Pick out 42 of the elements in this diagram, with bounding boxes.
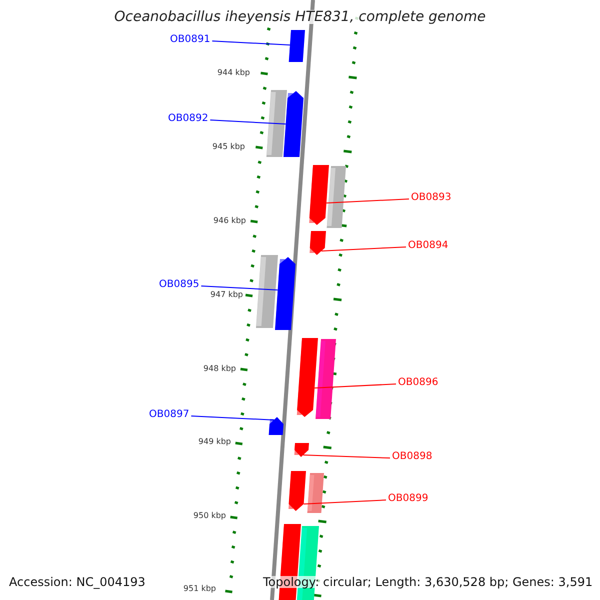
leader-line: [200, 286, 278, 290]
gene-block: [268, 417, 284, 435]
scale-label: 948 kbp: [202, 365, 236, 373]
scale-label: 949 kbp: [197, 438, 231, 446]
leader-line: [314, 384, 396, 388]
leader-line: [212, 40, 290, 46]
info-text: Topology: circular; Length: 3,630,528 bp; Genes: 3,591: [263, 576, 593, 588]
gene-block: [294, 443, 309, 457]
gene-block: [288, 471, 306, 511]
scale-label: 946 kbp: [212, 217, 246, 225]
info-text: Accession: NC_004193: [9, 576, 146, 588]
gene-block: [307, 473, 324, 513]
gene-block: [288, 30, 305, 62]
leader-line: [326, 198, 410, 204]
leader-line: [303, 500, 386, 504]
scale-label: 947 kbp: [209, 291, 243, 299]
gene-block: [283, 91, 304, 157]
gene-block: [256, 255, 278, 328]
gene-block: [326, 166, 346, 228]
gene-block: [275, 257, 296, 330]
leader-line: [190, 416, 274, 420]
gene-label: OB0898: [392, 452, 432, 462]
gene-block: [266, 90, 287, 157]
gene-block: [309, 165, 329, 225]
gene-block: [316, 339, 336, 419]
scale-label: 944 kbp: [216, 69, 250, 77]
gene-label: OB0899: [388, 494, 428, 504]
gene-label: OB0894: [408, 241, 448, 251]
gene-block: [296, 338, 318, 417]
leader-line: [210, 120, 286, 124]
gene-label: OB0896: [398, 378, 438, 388]
scale-label: 951 kbp: [182, 585, 216, 593]
scale-label: 950 kbp: [192, 512, 226, 520]
gene-label: OB0895: [159, 280, 200, 290]
gene-label: OB0897: [149, 410, 190, 420]
leader-line: [302, 454, 390, 458]
leader-line: [320, 246, 406, 252]
gene-label: OB0891: [170, 35, 210, 45]
scale-label: 945 kbp: [211, 143, 245, 151]
gene-label: OB0892: [168, 114, 208, 124]
gene-block: [310, 231, 326, 255]
gene-label: OB0893: [411, 193, 452, 203]
